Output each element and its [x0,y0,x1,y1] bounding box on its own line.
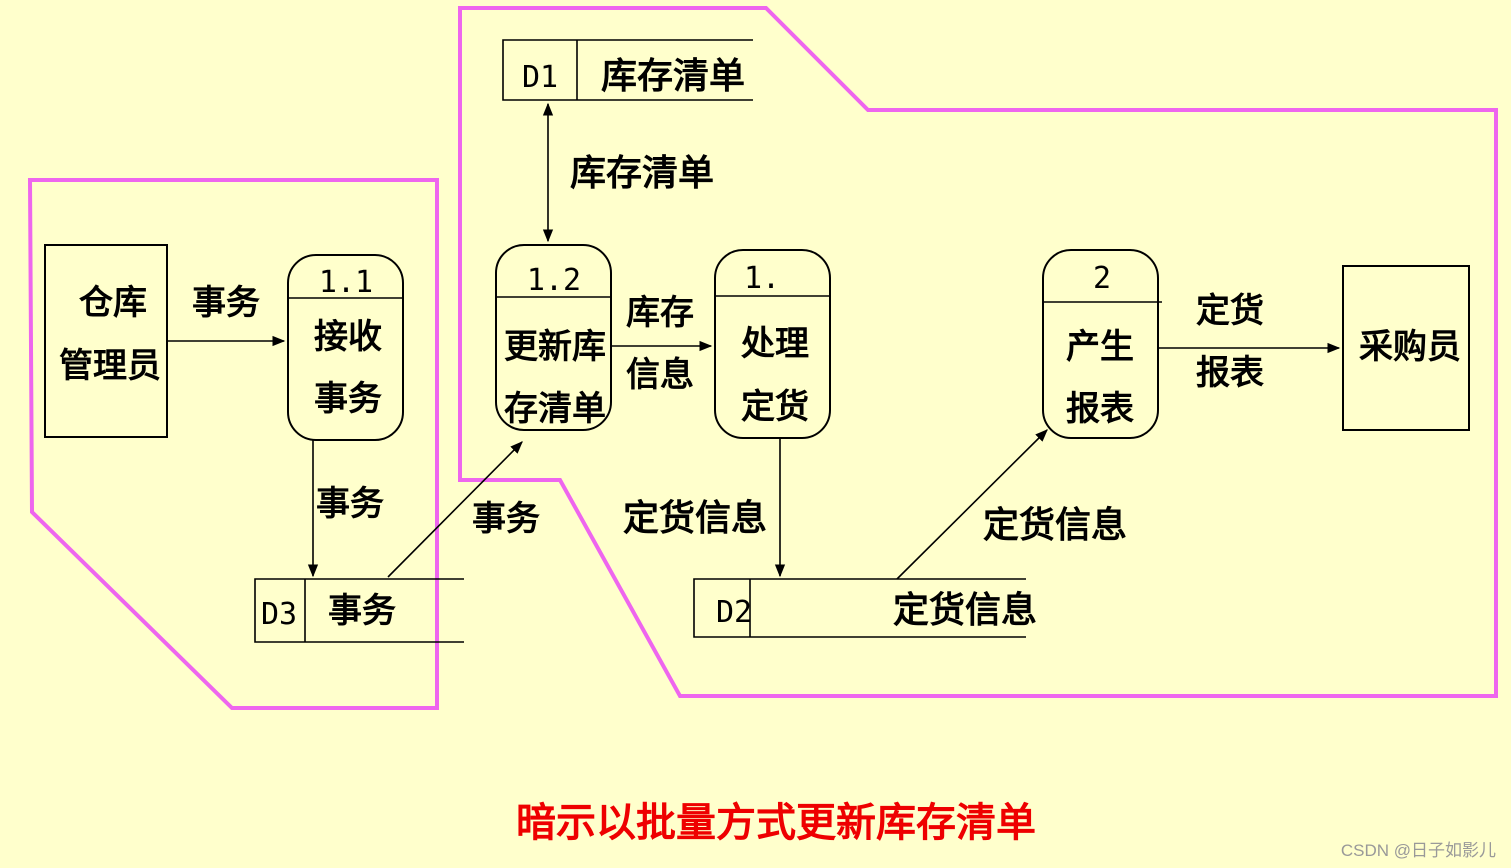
flow-label-line1: 定货 [1196,291,1264,331]
store-id: D3 [261,597,297,632]
store-name: 库存清单 [601,56,745,97]
store-name: 定货信息 [893,590,1037,631]
entity-label-line1: 仓库 [79,283,147,323]
left-boundary [27,178,439,710]
process-1-2: 1.2 更新库 存清单 [495,244,612,431]
flow-label-line2: 报表 [1196,353,1264,393]
process-2: 2 产生 报表 [1042,249,1162,439]
flow-label: 事务 [192,283,260,323]
right-boundary [458,6,1498,698]
process-label-line2: 定货 [741,387,809,427]
flow-p2-to-purchaser: 定货 报表 [1158,291,1341,393]
process-1-1: 1.1 接收 事务 [287,254,404,441]
flow-manager-to-p11: 事务 [167,283,286,347]
entity-label-line2: 管理员 [59,346,161,386]
process-id: 1.1 [319,265,373,300]
entity-purchaser: 采购员 [1342,265,1470,431]
process-label-line1: 产生 [1066,327,1134,367]
store-id: D2 [716,595,752,630]
store-id: D1 [522,60,558,95]
diagram-caption: 暗示以批量方式更新库存清单 [516,799,1036,846]
flow-label: 定货信息 [983,505,1127,546]
process-id: 2 [1093,261,1111,296]
process-label-line1: 接收 [314,317,382,357]
process-label-line2: 报表 [1066,389,1134,429]
store-d3: D3 事务 [254,578,464,643]
store-d1: D1 库存清单 [502,39,753,101]
process-id: 1.2 [527,263,581,298]
flow-label: 库存清单 [570,153,714,194]
store-name: 事务 [328,591,396,631]
process-id: 1. [744,261,780,296]
flow-label-line1: 库存 [626,293,694,333]
flow-p11-to-d3: 事务 [307,440,384,578]
process-label-line1: 处理 [740,324,809,364]
flow-label: 事务 [472,499,540,539]
flow-label-line2: 信息 [626,355,694,395]
flow-d3-to-p12: 事务 [387,441,540,578]
process-label-line1: 更新库 [504,327,606,367]
entity-warehouse-manager: 仓库 管理员 [44,244,168,438]
store-d2: D2 定货信息 [693,578,1037,638]
process-label-line2: 事务 [314,379,382,419]
process-1-3: 1. 处理 定货 [714,249,831,439]
flow-p13-to-d2: 定货信息 [623,438,786,578]
flow-label: 定货信息 [623,498,767,539]
flow-p12-to-p13: 库存 信息 [611,293,713,395]
flow-d2-to-p2: 定货信息 [896,429,1127,580]
purchaser-label: 采购员 [1359,327,1461,367]
flow-d1-p12: 库存清单 [542,102,714,243]
process-label-line2: 存清单 [504,389,606,429]
watermark: CSDN @日子如影儿 [1341,841,1496,860]
flow-label: 事务 [316,484,384,524]
